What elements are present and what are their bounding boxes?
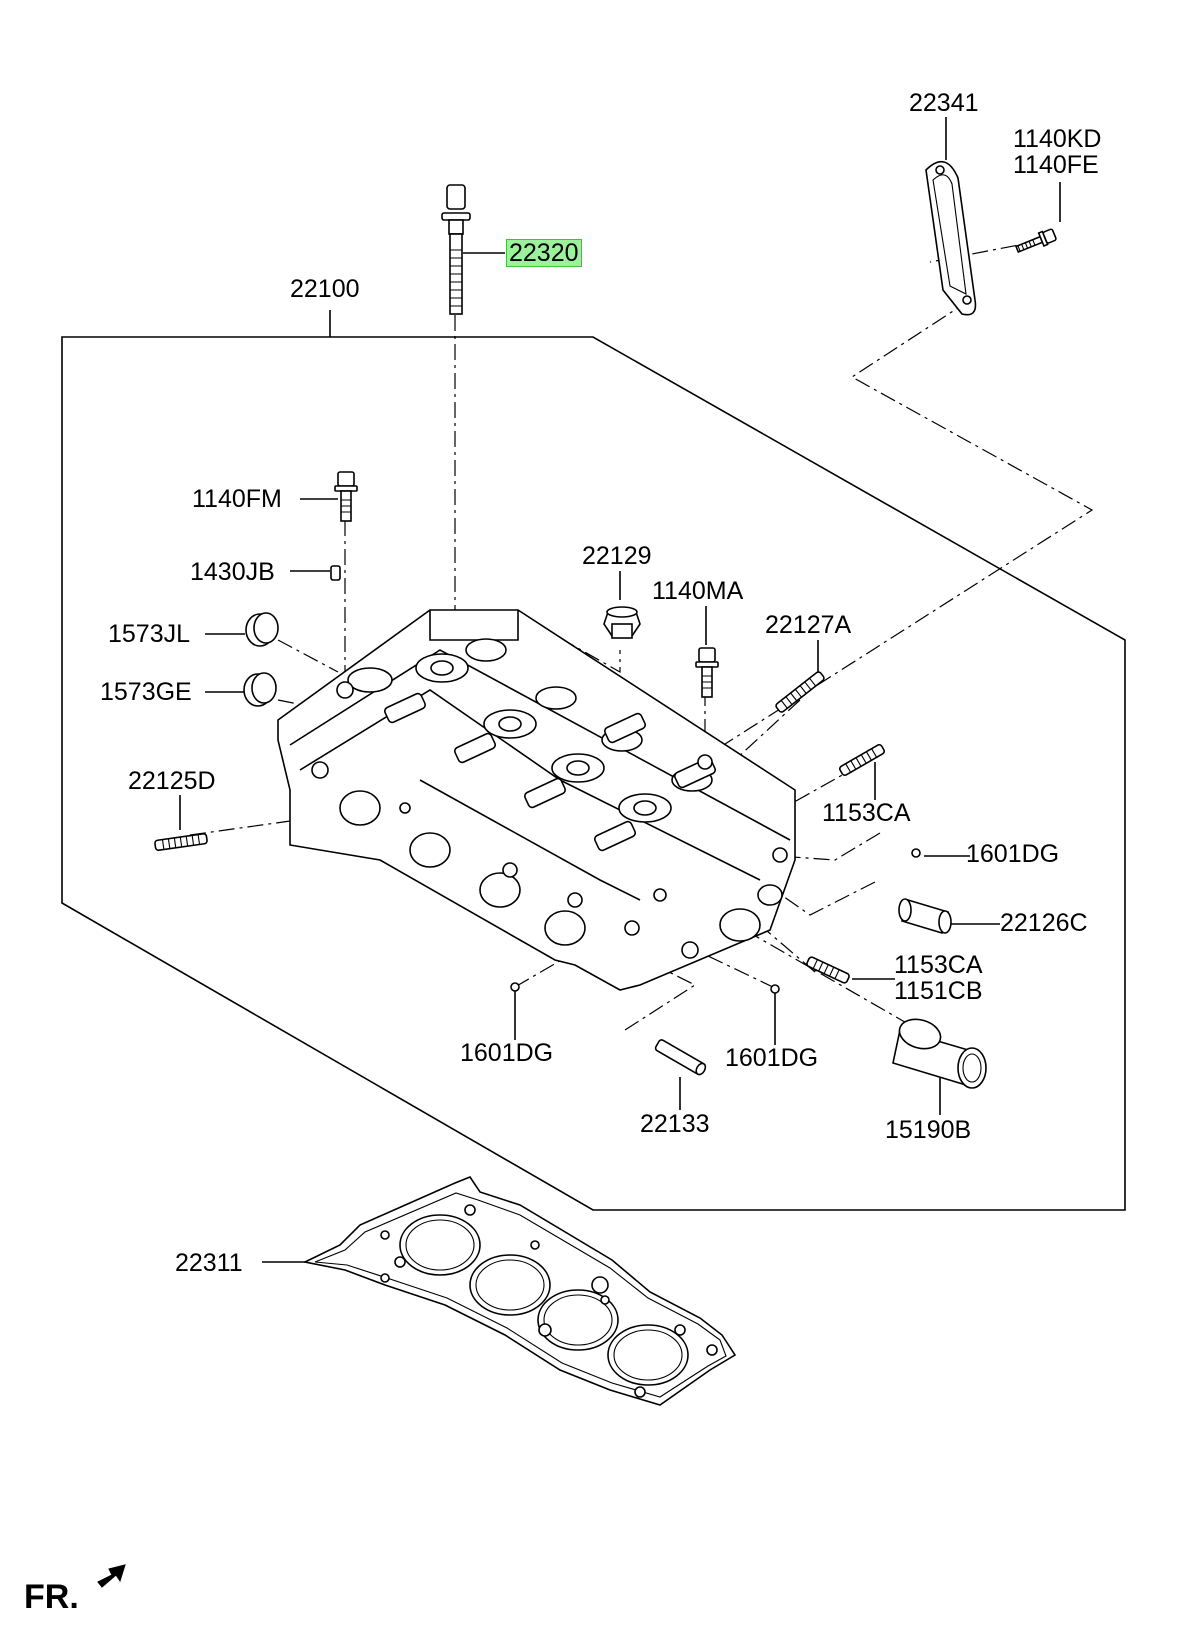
stud-22127a	[775, 671, 825, 713]
label-22127a[interactable]: 22127A	[765, 611, 852, 639]
label-22133[interactable]: 22133	[640, 1110, 710, 1138]
label-22311[interactable]: 22311	[175, 1249, 243, 1277]
intake-ports	[339, 790, 783, 946]
label-1153ca-upper[interactable]: 1153CA	[822, 799, 911, 827]
label-22126c[interactable]: 22126C	[1000, 909, 1088, 937]
bolt-1140fm	[334, 471, 358, 522]
assembly-outline-22100	[61, 336, 1126, 1211]
label-1151cb[interactable]: 1151CB	[894, 977, 983, 1005]
label-15190b[interactable]: 15190B	[885, 1116, 972, 1144]
label-1140kd[interactable]: 1140KD	[1013, 125, 1102, 153]
pin-1601dg-a	[911, 848, 921, 858]
label-22341[interactable]: 22341	[909, 89, 979, 117]
label-22129[interactable]: 22129	[582, 542, 652, 570]
label-1573ge[interactable]: 1573GE	[100, 678, 192, 706]
label-22320[interactable]: 22320	[506, 239, 582, 267]
bearing-caps	[384, 692, 716, 852]
sleeve-22126c	[898, 898, 952, 934]
label-1140fm[interactable]: 1140FM	[192, 485, 282, 513]
stud-22125d	[154, 833, 208, 851]
label-1140fe[interactable]: 1140FE	[1013, 151, 1099, 179]
label-1573jl[interactable]: 1573JL	[108, 620, 191, 648]
sleeve-15190b	[892, 1018, 987, 1089]
label-1430jb[interactable]: 1430JB	[190, 558, 275, 586]
dowel-pin-1430jb	[330, 565, 341, 581]
label-1601dg-c[interactable]: 1601DG	[725, 1044, 819, 1072]
bolt-holes	[311, 681, 788, 959]
label-1601dg-a[interactable]: 1601DG	[966, 840, 1060, 868]
label-1140ma[interactable]: 1140MA	[652, 577, 744, 605]
head-bolt-22320	[441, 184, 471, 315]
pin-1601dg-b	[510, 982, 520, 992]
plug-1573jl	[245, 612, 279, 647]
front-direction-arrow	[97, 1564, 126, 1588]
front-indicator-label: FR.	[24, 1578, 79, 1616]
bracket-22341	[925, 160, 977, 316]
plug-1573ge	[243, 672, 277, 707]
stud-1153ca-upper	[839, 743, 885, 777]
label-22125d[interactable]: 22125D	[128, 767, 216, 795]
cylinder-head-22100	[277, 609, 796, 991]
gasket-holes	[380, 1204, 718, 1398]
head-gasket-22311	[302, 1176, 737, 1406]
dowel-22133	[654, 1039, 707, 1076]
leader-lines	[179, 117, 1061, 1263]
bolt-1140kd	[1015, 228, 1057, 254]
cap-22129	[603, 606, 641, 639]
pin-1601dg-c	[770, 984, 780, 994]
label-1601dg-b[interactable]: 1601DG	[460, 1039, 554, 1067]
stud-1153ca-lower	[806, 956, 850, 984]
label-1153ca-lower[interactable]: 1153CA	[894, 951, 983, 979]
label-22100[interactable]: 22100	[290, 275, 360, 303]
bolt-1140ma	[695, 647, 719, 698]
gasket-bores	[399, 1214, 689, 1386]
